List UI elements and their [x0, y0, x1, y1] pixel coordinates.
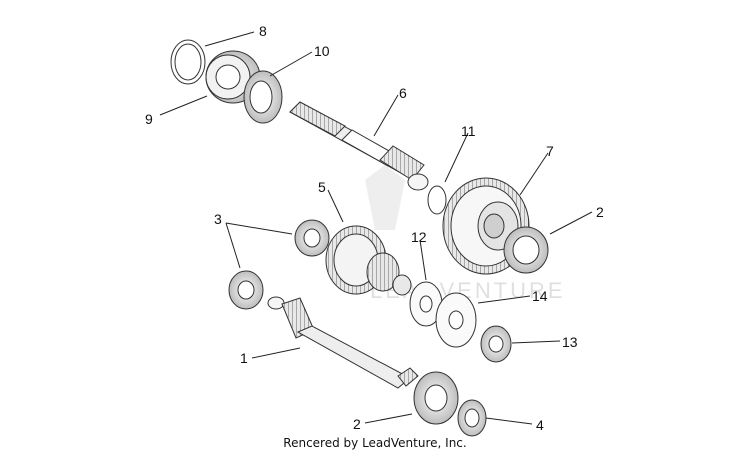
- part-gear-cluster-5: [325, 225, 412, 296]
- callout-4: 4: [536, 417, 544, 433]
- callout-1: 1: [240, 350, 248, 366]
- part-bearing-13: [480, 325, 512, 363]
- footer-credit: Rencered by LeadVenture, Inc.: [283, 436, 467, 450]
- part-seal-4: [457, 399, 487, 437]
- callout-13: 13: [562, 334, 578, 350]
- part-bearing-3-upper: [294, 219, 330, 257]
- watermark-logo: [365, 165, 405, 230]
- callout-9: 9: [145, 111, 153, 127]
- part-bearing-2-upper: [503, 226, 549, 274]
- leader-lines: [159, 31, 593, 425]
- part-secondary-shaft-6: [289, 101, 429, 191]
- callout-5: 5: [318, 179, 326, 195]
- callout-12: 12: [411, 229, 427, 245]
- part-gear-7: [442, 177, 530, 275]
- part-primary-shaft-1: [267, 296, 419, 389]
- callout-11: 11: [461, 123, 476, 139]
- part-washer-14: [435, 292, 477, 348]
- callout-8: 8: [259, 23, 267, 39]
- callout-3: 3: [214, 211, 222, 227]
- part-washer-12: [409, 281, 443, 327]
- part-circlip-11: [427, 185, 447, 215]
- part-bearing-3-lower: [228, 270, 264, 310]
- part-snap-ring-8: [170, 39, 206, 85]
- callout-7: 7: [546, 143, 554, 159]
- callout-10: 10: [314, 43, 330, 59]
- part-seal-10: [243, 70, 283, 124]
- part-bearing-2-lower: [413, 371, 459, 425]
- callout-2-upper: 2: [596, 204, 604, 220]
- callout-2-lower: 2: [353, 416, 361, 432]
- callout-14: 14: [532, 288, 548, 304]
- callout-6: 6: [399, 85, 407, 101]
